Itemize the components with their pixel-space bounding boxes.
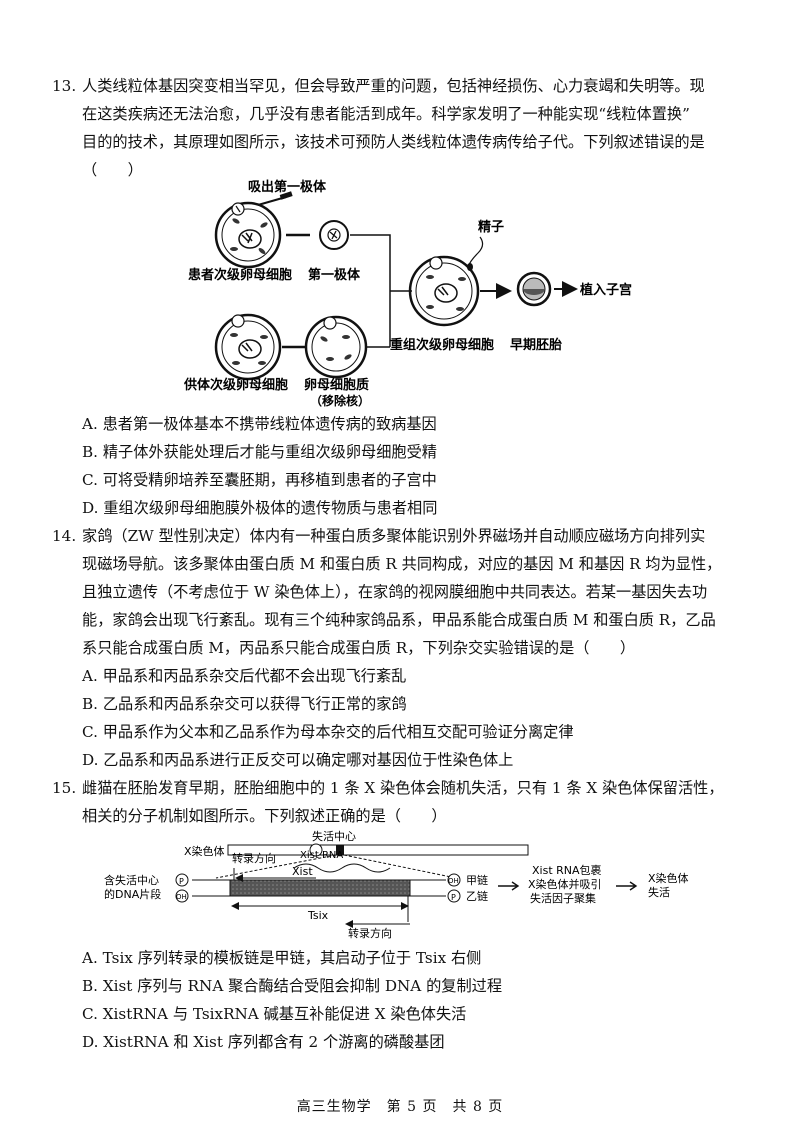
question-text-line: 现磁场导航。该多聚体由蛋白质 M 和蛋白质 R 共同构成，对应的基因 M 和基因… <box>82 555 722 573</box>
label-oocyte-cytoplasm: 卵母细胞质 <box>304 377 369 393</box>
option-b[interactable]: B. 乙品系和丙品系杂交可以获得飞行正常的家鸽 <box>82 695 407 713</box>
label-xist-wrap-line2: X染色体并吸引 <box>528 877 602 891</box>
question-text-line: 且独立遗传（不考虑位于 W 染色体上），在家鸽的视网膜细胞中共同表达。若某一基因… <box>82 583 708 601</box>
option-c[interactable]: C. XistRNA 与 TsixRNA 碱基互补能促进 X 染色体失活 <box>82 1005 467 1023</box>
label-patient-oocyte: 患者次级卵母细胞 <box>188 267 292 283</box>
question-text-line: 雌猫在胚胎发育早期，胚胎细胞中的 1 条 X 染色体会随机失活，只有 1 条 X… <box>82 779 724 797</box>
question-text-line: 在这类疾病还无法治愈，几乎没有患者能活到成年。科学家发明了一种能实现“线粒体置换… <box>82 105 690 123</box>
question-number: 13. <box>52 77 77 95</box>
label-hydroxyl-right: OH <box>448 877 459 885</box>
label-hydroxyl-left: OH <box>176 893 187 901</box>
label-phosphate-right: P <box>451 893 456 902</box>
label-inactivated: 失活 <box>648 886 670 899</box>
question-number: 15. <box>52 779 77 797</box>
label-dna-fragment-line1: 含失活中心 <box>104 873 159 887</box>
question-text-line: 系只能合成蛋白质 M，丙品系只能合成蛋白质 R，下列杂交实验错误的是（ ） <box>82 639 636 657</box>
option-c[interactable]: C. 可将受精卵培养至囊胚期，再移植到患者的子宫中 <box>82 471 437 489</box>
option-b[interactable]: B. 精子体外获能处理后才能与重组次级卵母细胞受精 <box>82 443 437 461</box>
answer-blank: （ ） <box>82 161 143 179</box>
question-14: 14. 家鸽（ZW 型性别决定）体内有一种蛋白质多聚体能识别外界磁场并自动顺应磁场… <box>52 522 752 774</box>
page-footer: 高三生物学 第 5 页 共 8 页 <box>296 1099 504 1115</box>
option-a[interactable]: A. 患者第一极体基本不携带线粒体遗传病的致病基因 <box>82 415 437 433</box>
label-dna-fragment-line2: 的DNA片段 <box>104 887 161 901</box>
label-nucleus-removed: （移除核） <box>310 393 370 407</box>
label-inactivation-center: 失活中心 <box>312 830 356 843</box>
label-first-polar-body: 第一极体 <box>308 267 361 283</box>
label-xist: Xist <box>292 865 313 878</box>
label-xist-wrap-line1: Xist RNA包裹 <box>532 863 602 877</box>
label-implant-uterus: 植入子宫 <box>579 282 632 298</box>
question-15: 15. 雌猫在胚胎发育早期，胚胎细胞中的 1 条 X 染色体会随机失活，只有 1 … <box>52 774 752 830</box>
label-tsix: Tsix <box>307 909 329 922</box>
label-sperm: 精子 <box>478 219 504 235</box>
label-recombined-oocyte: 重组次级卵母细胞 <box>390 337 494 353</box>
label-xist-wrap-line3: 失活因子聚集 <box>530 891 596 905</box>
option-d[interactable]: D. XistRNA 和 Xist 序列都含有 2 个游离的磷酸基团 <box>82 1033 445 1051</box>
first-polar-body <box>319 220 349 250</box>
question-13: 13. 人类线粒体基因突变相当罕见，但会导致严重的问题，包括神经损伤、心力衰竭和失… <box>52 72 752 184</box>
option-a[interactable]: A. 甲品系和丙品系杂交后代都不会出现飞行紊乱 <box>82 667 407 685</box>
label-strand-b: 乙链 <box>466 889 488 903</box>
recombined-oocyte <box>408 255 480 327</box>
label-donor-oocyte: 供体次级卵母细胞 <box>183 377 288 393</box>
option-a[interactable]: A. Tsix 序列转录的模板链是甲链，其启动子位于 Tsix 右侧 <box>82 949 482 967</box>
label-phosphate-left: P <box>179 877 184 886</box>
question-number: 14. <box>52 527 77 545</box>
option-d[interactable]: D. 乙品系和丙品系进行正反交可以确定哪对基因位于性染色体上 <box>82 751 514 769</box>
question-text-line: 能，家鸽会出现飞行紊乱。现有三个纯种家鸽品系，甲品系能合成蛋白质 M 和蛋白质 … <box>82 611 716 629</box>
question-text-line: 相关的分子机制如图所示。下列叙述正确的是（ ） <box>82 807 447 825</box>
label-early-embryo: 早期胚胎 <box>510 337 562 353</box>
early-embryo <box>516 271 552 307</box>
label-x-chromosome: X染色体 <box>184 844 225 858</box>
option-d[interactable]: D. 重组次级卵母细胞膜外极体的遗传物质与患者相同 <box>82 499 438 517</box>
question-text-line: 人类线粒体基因突变相当罕见，但会导致严重的问题，包括神经损伤、心力衰竭和失明等。… <box>82 77 705 95</box>
question-text-line: 目的的技术，其原理如图所示，该技术可预防人类线粒体遗传病传给子代。下列叙述错误的… <box>82 133 705 151</box>
question-15-options: A. Tsix 序列转录的模板链是甲链，其启动子位于 Tsix 右侧 B. Xi… <box>52 944 752 1056</box>
label-transcription-direction-tsix: 转录方向 <box>348 926 392 940</box>
enucleated-oocyte-cytoplasm <box>304 315 368 379</box>
label-remove-polar-body: 吸出第一极体 <box>248 179 327 195</box>
option-c[interactable]: C. 甲品系作为父本和乙品系作为母本杂交的后代相互交配可验证分离定律 <box>82 723 574 741</box>
figure-mitochondrial-replacement: 吸出第一极体 患者次级卵母细胞 第一极体 <box>183 179 632 407</box>
figure-x-inactivation: 失活中心 X染色体 转录方向 Xist RNA Xist Tsix 含失活中心 … <box>104 830 689 940</box>
question-text-line: 家鸽（ZW 型性别决定）体内有一种蛋白质多聚体能识别外界磁场并自动顺应磁场方向排… <box>82 527 706 545</box>
label-xist-rna: Xist RNA <box>300 850 343 861</box>
donor-oocyte <box>214 313 282 381</box>
label-x-chromosome-result: X染色体 <box>648 871 689 885</box>
patient-oocyte <box>214 201 282 269</box>
label-strand-a: 甲链 <box>466 873 488 887</box>
question-13-options: A. 患者第一极体基本不携带线粒体遗传病的致病基因 B. 精子体外获能处理后才能… <box>52 410 752 522</box>
label-transcription-direction-xist: 转录方向 <box>232 851 276 865</box>
option-b[interactable]: B. Xist 序列与 RNA 聚合酶结合受阻会抑制 DNA 的复制过程 <box>82 977 503 995</box>
